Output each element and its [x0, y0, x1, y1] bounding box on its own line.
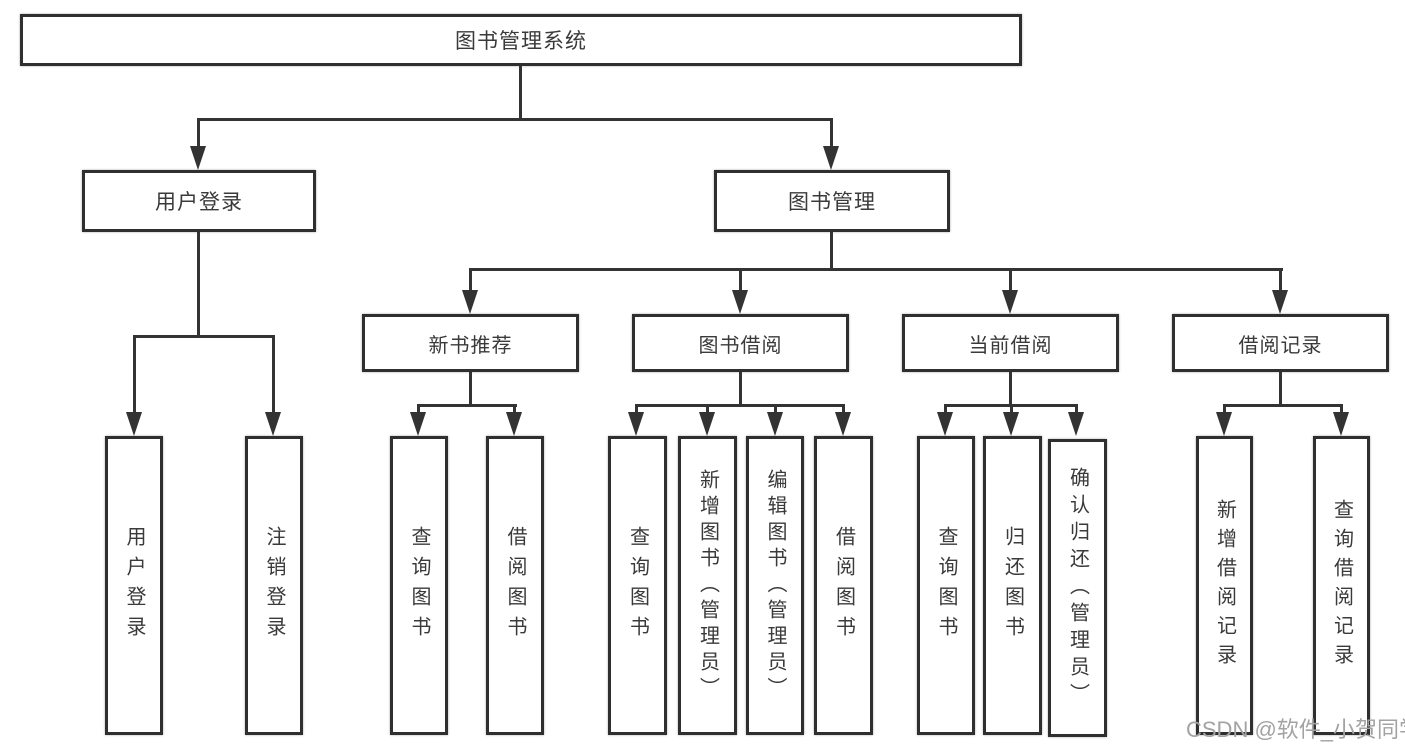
- arrow-down-icon: [1068, 412, 1084, 436]
- leaf-add-book-admin: 新增图书（管理员）: [678, 436, 737, 735]
- node-current-borrowing: 当前借阅: [902, 314, 1119, 372]
- arrow-down-icon: [410, 412, 426, 436]
- node-user-login: 用户登录: [82, 170, 316, 232]
- arrow-down-icon: [265, 412, 281, 436]
- leaf-borrow-book: 借阅图书: [486, 436, 544, 735]
- connector-drop-leaf-user-login: [133, 335, 136, 414]
- connector-drop: [706, 404, 709, 416]
- leaf-confirm-return-admin: 确认归还（管理员）: [1048, 439, 1107, 737]
- leaf-query-book: 查询图书: [917, 436, 975, 735]
- connector-drop-new-book: [469, 268, 472, 292]
- connector-drop: [1223, 404, 1226, 416]
- connector-user-login-bus: [133, 335, 275, 338]
- connector-root-bus: [197, 118, 833, 121]
- arrow-down-icon: [126, 412, 142, 436]
- connector-drop-book-management: [830, 118, 833, 150]
- connector-drop: [635, 404, 638, 416]
- connector-book-borrow-stem: [739, 372, 742, 406]
- connector-drop-borrow-record: [1279, 268, 1282, 292]
- node-library-management-system: 图书管理系统: [20, 14, 1022, 66]
- arrow-down-icon: [937, 412, 953, 436]
- node-borrowing-records: 借阅记录: [1172, 314, 1389, 372]
- arrow-down-icon: [1272, 290, 1288, 314]
- arrow-down-icon: [823, 146, 839, 170]
- leaf-query-book: 查询图书: [608, 436, 667, 735]
- connector-drop: [417, 404, 420, 416]
- connector-book-borrow-bus: [635, 404, 845, 407]
- connector-book-management-bus: [469, 268, 1283, 271]
- connector-drop: [513, 404, 516, 416]
- node-label: 借阅记录: [1238, 334, 1323, 357]
- node-label: 用户登录: [155, 191, 243, 214]
- connector-new-book-stem: [469, 372, 472, 406]
- connector-borrow-record-bus: [1223, 404, 1343, 407]
- connector-drop-user-login: [197, 118, 200, 150]
- arrow-down-icon: [1002, 290, 1018, 314]
- connector-drop: [1340, 404, 1343, 416]
- connector-borrow-record-stem: [1279, 372, 1282, 406]
- arrow-down-icon: [732, 290, 748, 314]
- leaf-logout: 注销登录: [245, 436, 303, 735]
- connector-drop-book-borrow: [739, 268, 742, 292]
- node-new-book-recommendation: 新书推荐: [362, 314, 579, 372]
- connector-current-borrow-stem: [1009, 372, 1012, 406]
- leaf-add-borrow-record: 新增借阅记录: [1196, 436, 1253, 735]
- node-label: 图书管理系统: [455, 30, 587, 53]
- connector-new-book-bus: [417, 404, 517, 407]
- arrow-down-icon: [767, 412, 783, 436]
- node-label: 当前借阅: [968, 334, 1053, 357]
- arrow-down-icon: [1333, 412, 1349, 436]
- connector-drop: [1075, 404, 1078, 416]
- connector-root-stem: [519, 66, 522, 118]
- arrow-down-icon: [699, 412, 715, 436]
- node-label: 图书管理: [788, 191, 876, 214]
- connector-user-login-stem: [197, 232, 200, 338]
- csdn-watermark: CSDN @软件_小贺同学: [1186, 717, 1405, 742]
- connector-drop-current-borrow: [1009, 268, 1012, 292]
- node-label: 图书借阅: [698, 334, 783, 357]
- arrow-down-icon: [506, 412, 522, 436]
- connector-drop: [944, 404, 947, 416]
- arrow-down-icon: [628, 412, 644, 436]
- connector-drop-leaf-logout: [272, 335, 275, 414]
- leaf-user-login: 用户登录: [105, 436, 163, 735]
- node-book-management: 图书管理: [714, 170, 950, 232]
- connector-drop: [1010, 404, 1013, 416]
- arrow-down-icon: [835, 412, 851, 436]
- connector-drop: [774, 404, 777, 416]
- leaf-borrow-book: 借阅图书: [814, 436, 873, 735]
- leaf-query-book: 查询图书: [390, 436, 448, 735]
- arrow-down-icon: [1216, 412, 1232, 436]
- arrow-down-icon: [190, 146, 206, 170]
- node-label: 新书推荐: [428, 334, 513, 357]
- leaf-return-book: 归还图书: [983, 436, 1042, 735]
- leaf-edit-book-admin: 编辑图书（管理员）: [746, 436, 804, 735]
- arrow-down-icon: [462, 290, 478, 314]
- connector-book-management-stem: [830, 232, 833, 270]
- arrow-down-icon: [1003, 412, 1019, 436]
- connector-drop: [842, 404, 845, 416]
- node-book-borrowing: 图书借阅: [632, 314, 849, 372]
- leaf-query-borrow-record: 查询借阅记录: [1313, 436, 1370, 735]
